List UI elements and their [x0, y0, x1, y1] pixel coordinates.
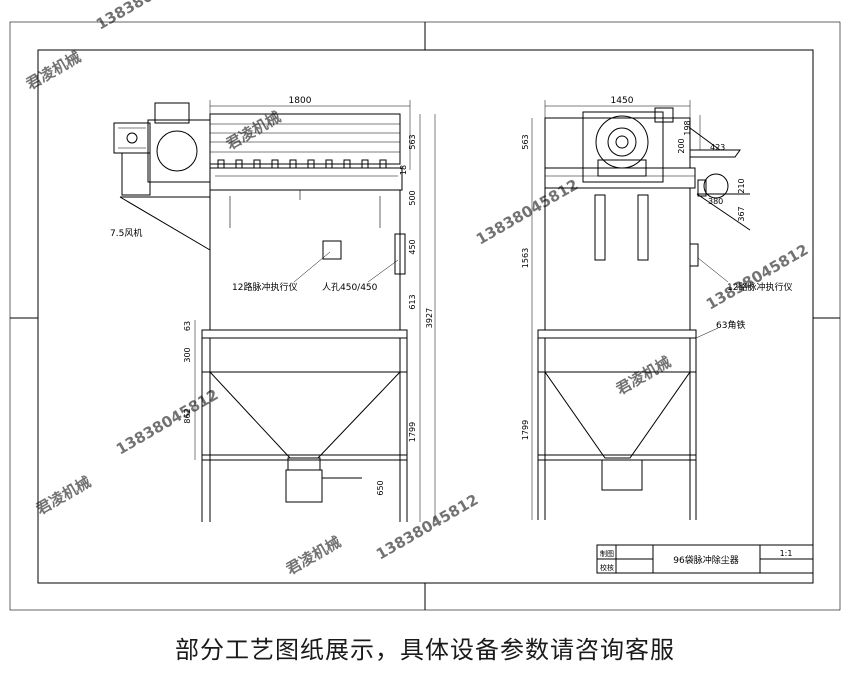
- dim-613: 613: [408, 294, 417, 309]
- watermark-phone: 13838045812: [473, 175, 581, 248]
- dim-423: 423: [710, 143, 725, 152]
- dim-450: 450: [408, 239, 417, 254]
- title-row-checked: 校核: [600, 563, 614, 572]
- left-width-dim: 1800: [289, 96, 312, 106]
- manhole-label: 人孔450/450: [322, 282, 378, 293]
- page-caption: 部分工艺图纸展示，具体设备参数请咨询客服: [175, 636, 675, 664]
- watermark-brand: 君凌机械: [23, 48, 84, 94]
- watermark-brand: 君凌机械: [613, 353, 674, 399]
- right-controller-label: 12路脉冲执行仪: [727, 281, 792, 293]
- dust-collector-drawing: 1800: [9, 0, 841, 611]
- fan-assembly: [113, 102, 211, 251]
- dim-380: 380: [708, 197, 723, 206]
- dim-210: 210: [737, 178, 746, 193]
- dim-563: 563: [408, 134, 417, 149]
- watermark-phone: 13838045812: [703, 240, 811, 313]
- watermark-brand: 君凌机械: [283, 533, 344, 579]
- left-main-body: [209, 189, 401, 331]
- watermark-phone: 13838045812: [113, 385, 221, 458]
- left-hopper: [208, 371, 402, 459]
- dim-500: 500: [408, 190, 417, 205]
- fan-label: 7.5风机: [110, 227, 142, 239]
- right-main-body: [544, 187, 691, 331]
- dim-1799-right: 1799: [521, 420, 530, 440]
- watermark-phone: 13838045812: [373, 490, 481, 563]
- left-controller-label: 12路脉冲执行仪: [232, 281, 297, 293]
- dim-650: 650: [376, 480, 385, 495]
- left-discharge-valve: [285, 469, 323, 503]
- right-discharge-valve: [601, 459, 643, 491]
- dim-300: 300: [183, 347, 192, 362]
- left-view: 1800: [110, 96, 436, 522]
- right-view: 1450: [521, 96, 792, 520]
- drawing-name: 96袋脉冲除尘器: [673, 554, 738, 566]
- dim-198: 198: [683, 120, 692, 135]
- dim-63: 63: [183, 321, 192, 331]
- watermark-phone: 13838045812: [93, 0, 201, 33]
- dim-1563: 1563: [521, 248, 530, 268]
- title-block: 制图 校核 96袋脉冲除尘器 1:1: [596, 544, 814, 574]
- watermark-brand: 君凌机械: [33, 473, 94, 519]
- dim-1799: 1799: [408, 422, 417, 442]
- dim-3927: 3927: [425, 308, 434, 328]
- drawing-scale: 1:1: [780, 549, 793, 558]
- dim-563-right: 563: [521, 134, 530, 149]
- angle-iron-label: 63角铁: [716, 319, 745, 331]
- watermark-brand: 君凌机械: [223, 108, 284, 154]
- title-row-drawn: 制图: [600, 549, 614, 558]
- right-width-dim: 1450: [611, 96, 634, 106]
- dim-18: 18: [399, 165, 408, 175]
- watermark-layer: 君凌机械 13838045812 君凌机械 13838045812 君凌机械 1…: [23, 0, 811, 578]
- manhole: [322, 240, 342, 260]
- dim-367: 367: [737, 206, 746, 221]
- dim-200: 200: [677, 138, 686, 153]
- dim-862: 862: [183, 408, 192, 423]
